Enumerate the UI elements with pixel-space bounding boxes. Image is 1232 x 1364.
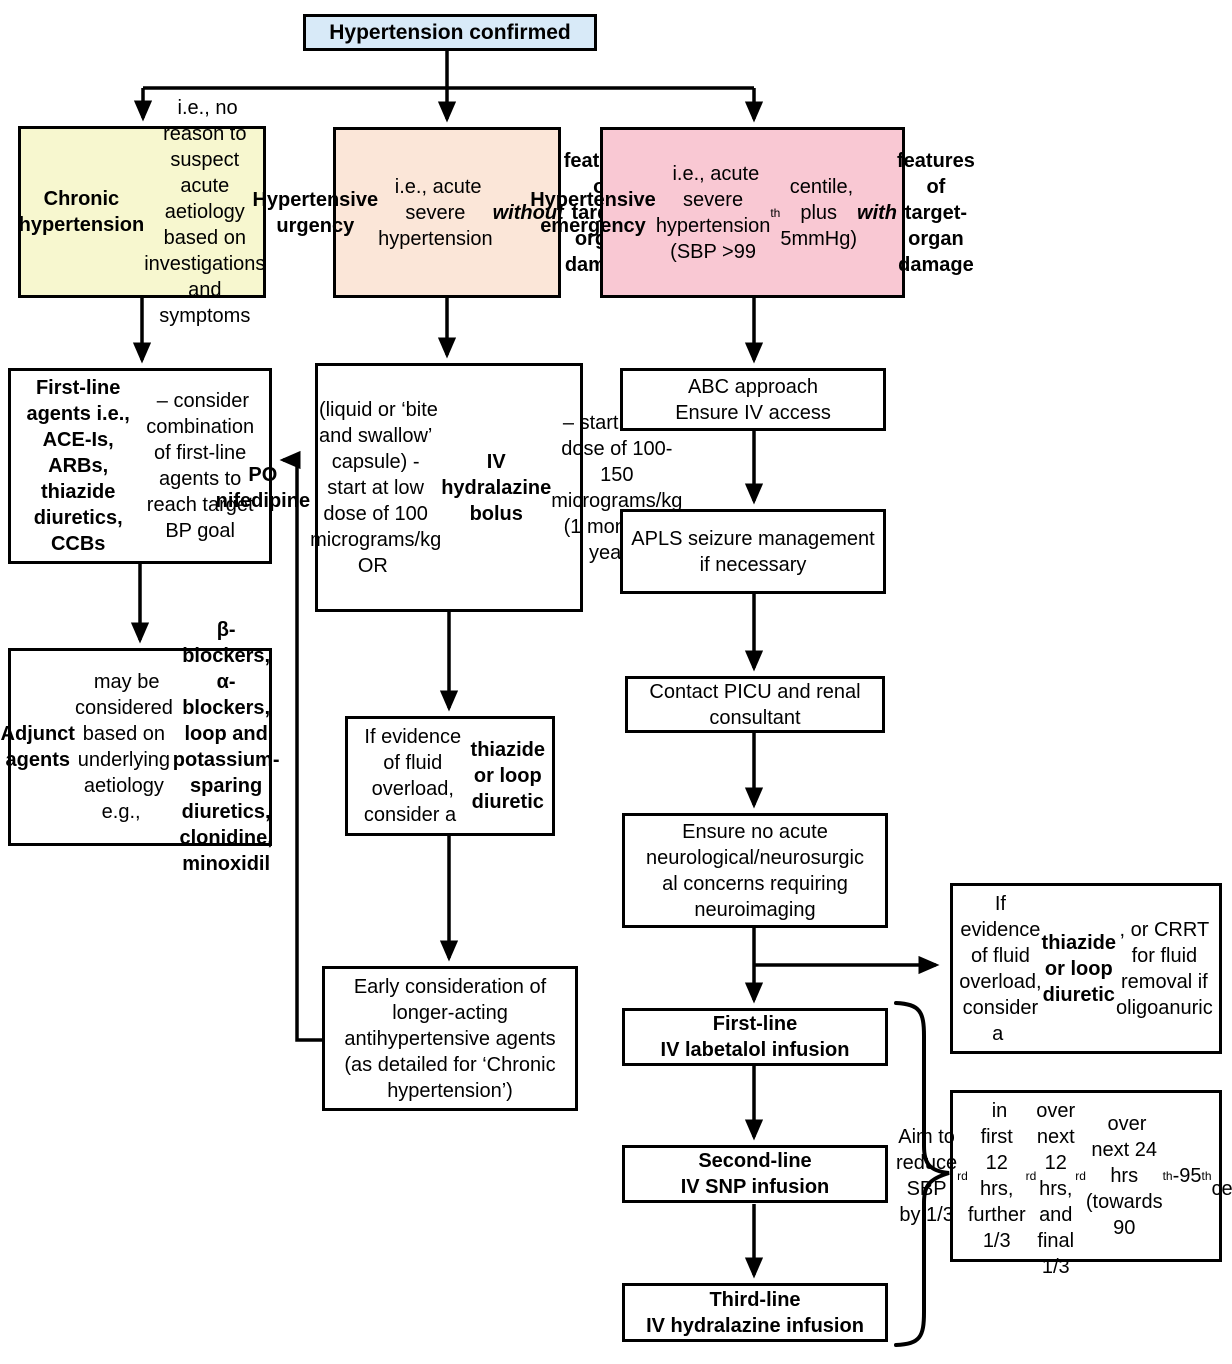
node-first-line-agents: First-line agents i.e., ACE-Is, ARBs, th… [8, 368, 272, 564]
node-hypertensive-urgency: Hypertensive urgency i.e., acute severe … [252, 127, 642, 298]
node-second-line-snp: Second-line IV SNP infusion [622, 1145, 888, 1203]
node-first-line-labetalol: First-line IV labetalol infusion [622, 1008, 888, 1066]
node-early-consideration: Early consideration of longer-acting ant… [322, 966, 578, 1111]
node-po-nifedipine: PO nifedipine (liquid or ‘bite and swall… [216, 363, 682, 612]
node-fluid-overload-diuretic: If evidence of fluid overload, consider … [345, 716, 555, 836]
brace-infusions-to-aim [894, 1001, 950, 1347]
node-contact-picu: Contact PICU and renal consultant [625, 676, 885, 733]
node-neuro-concerns: Ensure no acute neurological/neurosurgic… [622, 813, 888, 928]
node-apls-seizure: APLS seizure management if necessary [620, 509, 886, 594]
arrow-early-to-firstline-feedback [279, 450, 322, 1042]
node-hypertension-confirmed: Hypertension confirmed [303, 14, 597, 51]
node-hypertensive-emergency: Hypertensive emergency i.e., acute sever… [530, 127, 975, 298]
node-adjunct-agents: Adjunct agents may be considered based o… [0, 619, 280, 875]
node-fluid-overload-crrt: If evidence of fluid overload, consider … [950, 883, 1222, 1054]
node-abc-approach: ABC approach Ensure IV access [620, 368, 886, 431]
node-third-line-hydralazine: Third-line IV hydralazine infusion [622, 1283, 888, 1342]
node-chronic-hypertension: Chronic hypertension i.e., no reason to … [18, 97, 271, 327]
